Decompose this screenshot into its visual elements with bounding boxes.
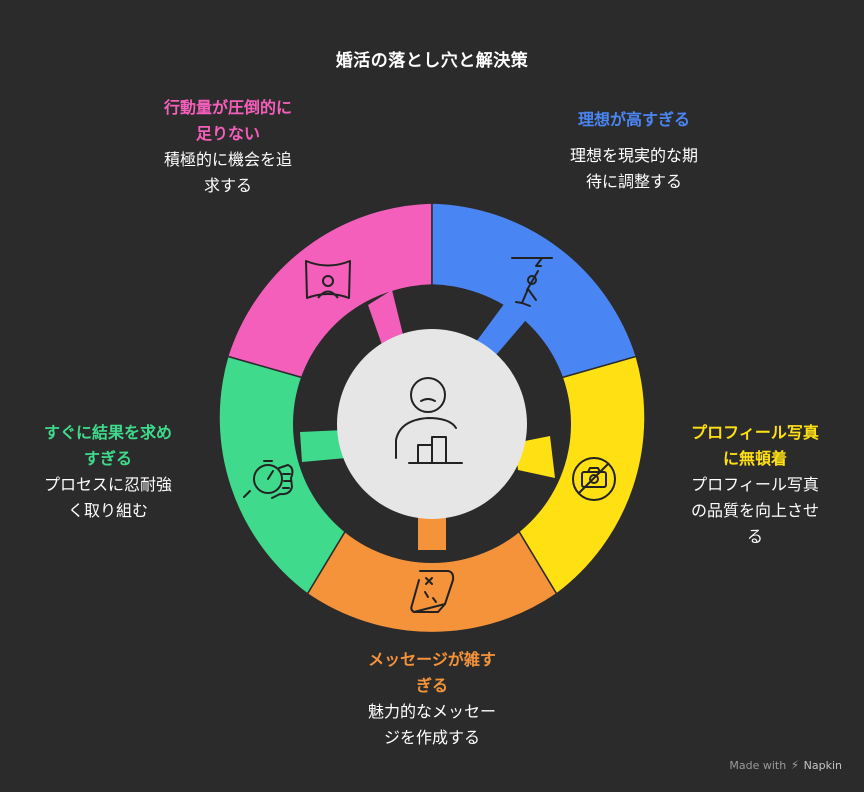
solution-orange: 魅力的なメッセー ジを作成する [367,702,496,747]
problem-pink: 行動量が圧倒的に 足りない [163,98,292,143]
diagram-title: 婚活の落とし穴と解決策 [335,51,529,71]
scroll-map-icon [410,570,455,613]
problem-yellow: プロフィール写真 に無頓着 [691,423,819,468]
label-pink: 行動量が圧倒的に 足りない 積極的に機会を追 求する [120,95,336,199]
solution-yellow: プロフィール写真 の品質を向上させ る [690,475,819,546]
problem-blue: 理想が高すぎる [577,110,690,129]
spoke-yellow [515,436,555,478]
person-at-steps-icon [395,377,463,464]
solution-green: プロセスに忍耐強 く取り組む [43,475,172,520]
solution-pink: 積極的に機会を追 求する [163,150,292,195]
spoke-green [300,430,346,462]
center-circle [337,329,527,519]
reaching-person-icon [511,257,553,307]
napkin-logo-icon: ⚡ [790,758,800,772]
problem-green: すぐに結果を求め すぎる [43,423,172,468]
stopwatch-hand-icon [243,460,294,499]
person-screen-icon [305,260,351,299]
label-orange: メッセージが雑す ぎる 魅力的なメッセー ジを作成する [324,647,540,751]
napkin-watermark[interactable]: Made with ⚡ Napkin [729,758,842,772]
label-blue: 理想が高すぎる 理想を現実的な期 待に調整する [526,107,742,195]
solution-blue: 理想を現実的な期 待に調整する [569,146,698,191]
problem-orange: メッセージが雑す ぎる [368,650,496,695]
label-yellow: プロフィール写真 に無頓着 プロフィール写真 の品質を向上させ る [650,420,860,550]
no-camera-icon [572,457,616,501]
spoke-orange [418,510,446,550]
label-green: すぐに結果を求め すぎる プロセスに忍耐強 く取り組む [0,420,216,524]
